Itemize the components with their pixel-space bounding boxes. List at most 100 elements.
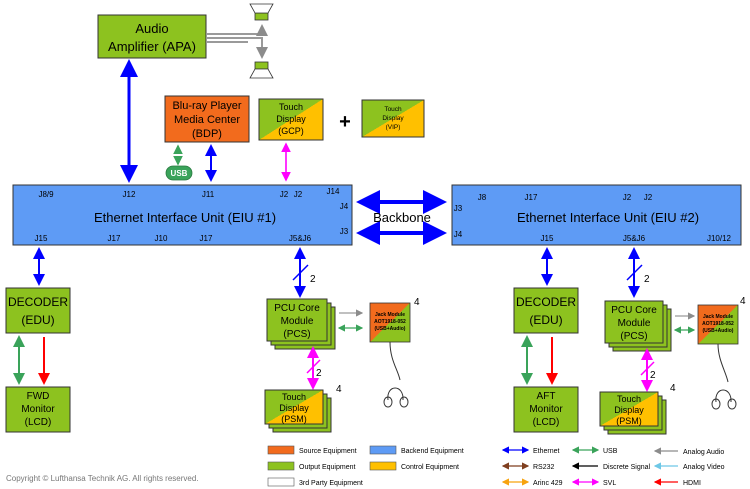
headphones-icon xyxy=(383,341,409,408)
eiu2-port-j2a: J2 xyxy=(623,193,632,202)
bus-slash-1 xyxy=(292,264,309,281)
pcs1-stack: PCU Core Module (PCS) xyxy=(266,298,336,350)
legend-swatch-third xyxy=(267,477,295,487)
decoder1-box: DECODER (EDU) xyxy=(5,287,71,334)
pcs2-stack: PCU Core Module (PCS) xyxy=(604,300,672,352)
decoder2-line1: DECODER xyxy=(516,295,576,309)
eiu2-port-j3: J3 xyxy=(454,204,463,213)
pcs2-line3: (PCS) xyxy=(620,331,647,342)
eiu2-port-j5j6: J5&J6 xyxy=(623,234,646,243)
legend-arinc: Arinc 429 xyxy=(533,480,563,487)
eiu2-port-j1012: J10/12 xyxy=(707,234,732,243)
bus-slash-2 xyxy=(626,264,643,281)
psm2-stack: Touch Display (PSM) xyxy=(599,391,667,435)
aft-line3: (LCD) xyxy=(533,417,560,428)
jack-module-1: Jack Module AOT1918-052 (USB+Audio) xyxy=(369,302,411,343)
jack1-line2: AOT1918-052 xyxy=(374,319,406,325)
eiu1-port-j15: J15 xyxy=(35,234,48,243)
aft-line2: Monitor xyxy=(529,404,563,415)
eiu1-port-j4: J4 xyxy=(340,202,349,211)
fwd-monitor-box: FWD Monitor (LCD) xyxy=(5,386,71,433)
eiu1-port-j10: J10 xyxy=(155,234,168,243)
pcs1-line2: Module xyxy=(281,316,314,327)
decoder2-line2: (EDU) xyxy=(529,313,562,327)
psm1-line1: Touch xyxy=(282,392,306,402)
plus-sign: + xyxy=(339,111,351,133)
usb-pill-label: USB xyxy=(171,169,188,178)
psm2-count: 4 xyxy=(670,383,676,394)
legend-third: 3rd Party Equipment xyxy=(299,480,363,487)
gcp-line3: (GCP) xyxy=(278,126,304,136)
speaker-bottom-icon xyxy=(249,61,274,79)
decoder1-line2: (EDU) xyxy=(21,313,54,327)
legend-source: Source Equipment xyxy=(299,448,357,455)
eiu1-port-j5j6: J5&J6 xyxy=(289,234,312,243)
psm1-line3: (PSM) xyxy=(281,414,307,424)
vip-line1: Touch xyxy=(384,106,402,113)
eiu1-port-j89: J8/9 xyxy=(38,190,54,199)
jack1-line3: (USB+Audio) xyxy=(375,326,406,332)
legend-discrete: Discrete Signal xyxy=(603,464,651,471)
eiu1-port-j2b: J2 xyxy=(294,190,303,199)
legend-swatch-control xyxy=(369,461,397,471)
gcp-line1: Touch xyxy=(279,102,303,112)
legend-control: Control Equipment xyxy=(401,464,459,471)
vip-line3: (VIP) xyxy=(386,124,401,131)
legend-swatch-output xyxy=(267,461,295,471)
touch-display-vip-box: Touch Display (VIP) xyxy=(361,99,425,138)
pcs1-line3: (PCS) xyxy=(283,329,310,340)
apa-line1: Audio xyxy=(135,21,168,36)
svl-slash-1 xyxy=(306,359,321,374)
apa-line2: Amplifier (APA) xyxy=(108,39,196,54)
pcs2-line1: PCU Core xyxy=(611,305,657,316)
psm2-line1: Touch xyxy=(617,394,641,404)
fwd-line1: FWD xyxy=(27,391,50,402)
decoder2-box: DECODER (EDU) xyxy=(513,287,579,334)
legend-output: Output Equipment xyxy=(299,464,355,471)
eiu1-port-j14: J14 xyxy=(327,187,340,196)
jack2-line3: (USB+Audio) xyxy=(703,328,734,334)
eiu2-port-j4: J4 xyxy=(454,230,463,239)
svl-count-2: 2 xyxy=(650,370,656,381)
gcp-line2: Display xyxy=(276,114,306,124)
jack2-line2: AOT1918-052 xyxy=(702,321,734,327)
decoder1-line1: DECODER xyxy=(8,295,68,309)
legend-rs232: RS232 xyxy=(533,464,555,471)
copyright-notice: Copyright © Lufthansa Technik AG. All ri… xyxy=(6,474,199,483)
legend-swatch-backend xyxy=(369,445,397,455)
psm1-line2: Display xyxy=(279,403,309,413)
legend-hdmi: HDMI xyxy=(683,480,701,487)
psm1-count: 4 xyxy=(336,384,342,395)
legend-analog-audio: Analog Audio xyxy=(683,449,724,456)
eiu1-box: Ethernet Interface Unit (EIU #1) J8/9 J1… xyxy=(12,184,353,246)
psm2-line2: Display xyxy=(614,405,644,415)
bus-count-1: 2 xyxy=(310,274,316,285)
legend-analog-video: Analog Video xyxy=(683,464,725,471)
bdp-line1: Blu-ray Player xyxy=(172,100,241,112)
legend-svl: SVL xyxy=(603,480,616,487)
eiu1-port-j17b: J17 xyxy=(200,234,213,243)
fwd-line2: Monitor xyxy=(21,404,55,415)
bdp-line2: Media Center xyxy=(174,114,240,126)
psm1-stack: Touch Display (PSM) xyxy=(264,389,332,433)
pcs2-line2: Module xyxy=(618,318,651,329)
vip-line2: Display xyxy=(382,115,404,122)
eiu2-port-j2b: J2 xyxy=(644,193,653,202)
eiu1-port-j12: J12 xyxy=(123,190,136,199)
jack2-line1: Jack Module xyxy=(703,314,733,320)
aft-monitor-box: AFT Monitor (LCD) xyxy=(513,386,579,433)
bus-count-2: 2 xyxy=(644,274,650,285)
bluray-player-box: Blu-ray Player Media Center (BDP) xyxy=(164,95,250,143)
eiu1-port-j3: J3 xyxy=(340,227,349,236)
jack-module-2: Jack Module AOT1918-052 (USB+Audio) xyxy=(697,304,739,345)
analog-audio-links xyxy=(207,24,268,59)
touch-display-gcp-box: Touch Display (GCP) xyxy=(258,98,324,141)
eiu2-port-j8: J8 xyxy=(478,193,487,202)
pcs1-line1: PCU Core xyxy=(274,303,320,314)
legend-usb: USB xyxy=(603,448,618,455)
eiu2-port-j15: J15 xyxy=(541,234,554,243)
fwd-line3: (LCD) xyxy=(25,417,52,428)
jack2-count: 4 xyxy=(740,296,746,307)
eiu2-port-j17: J17 xyxy=(525,193,538,202)
